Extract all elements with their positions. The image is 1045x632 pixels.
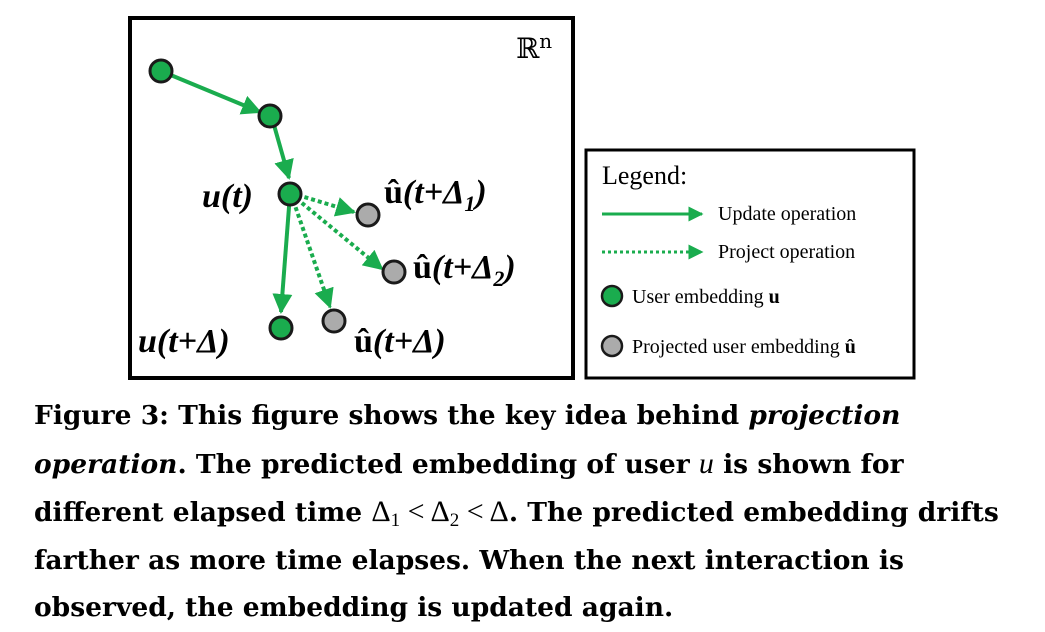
legend-box	[584, 148, 916, 380]
space-label: ℝn	[516, 29, 552, 65]
caption-user-var: u	[698, 446, 714, 480]
legend-user-embedding-icon	[600, 284, 624, 308]
label-u-t-delta: u(t+Δ)	[138, 323, 230, 360]
projected-node-d2	[381, 259, 407, 285]
caption-text: . The predicted embedding drifts farther…	[34, 497, 999, 623]
projected-node-d1	[355, 202, 381, 228]
legend-project-label: Project operation	[718, 241, 855, 263]
caption-math-inequality: Δ1 < Δ2 < Δ	[371, 495, 509, 531]
user-embedding-node	[257, 103, 283, 129]
label-uhat-delta: û(t+Δ)	[354, 323, 446, 360]
user-embedding-node-ut	[277, 181, 303, 207]
update-arrow-1	[160, 69, 262, 115]
label-uhat-delta1: û(t+Δ1)	[384, 174, 487, 216]
legend-projected-icon	[600, 334, 624, 358]
label-uhat-delta2: û(t+Δ2)	[413, 249, 516, 291]
label-u-t: u(t)	[202, 178, 253, 215]
figure-caption: Figure 3: This figure shows the key idea…	[34, 392, 1024, 632]
update-arrow-2	[270, 117, 294, 180]
legend-update-label: Update operation	[718, 203, 856, 225]
caption-text: is shown for different elapsed time	[34, 448, 904, 529]
caption-text: . The predicted embedding of user	[177, 448, 699, 480]
legend-title: Legend:	[602, 161, 687, 190]
caption-prefix: Figure 3: This figure shows the key idea…	[34, 400, 749, 431]
user-embedding-node-ut-delta	[268, 315, 294, 341]
projected-node-d	[321, 308, 347, 334]
project-arrow-2	[289, 192, 384, 271]
update-arrow-3	[272, 193, 293, 314]
legend-user-label: User embedding u	[632, 286, 780, 308]
user-embedding-node	[148, 58, 174, 84]
embedding-space-frame	[128, 16, 575, 380]
project-arrow-3	[289, 193, 334, 309]
caption-emphasis: projection operation	[34, 400, 901, 480]
diagram: ℝn u(t) u(t+Δ) û(t+Δ1) û(t+Δ2) û(t+Δ) Le…	[128, 16, 916, 380]
legend-projected-label: Projected user embedding û	[632, 336, 856, 358]
